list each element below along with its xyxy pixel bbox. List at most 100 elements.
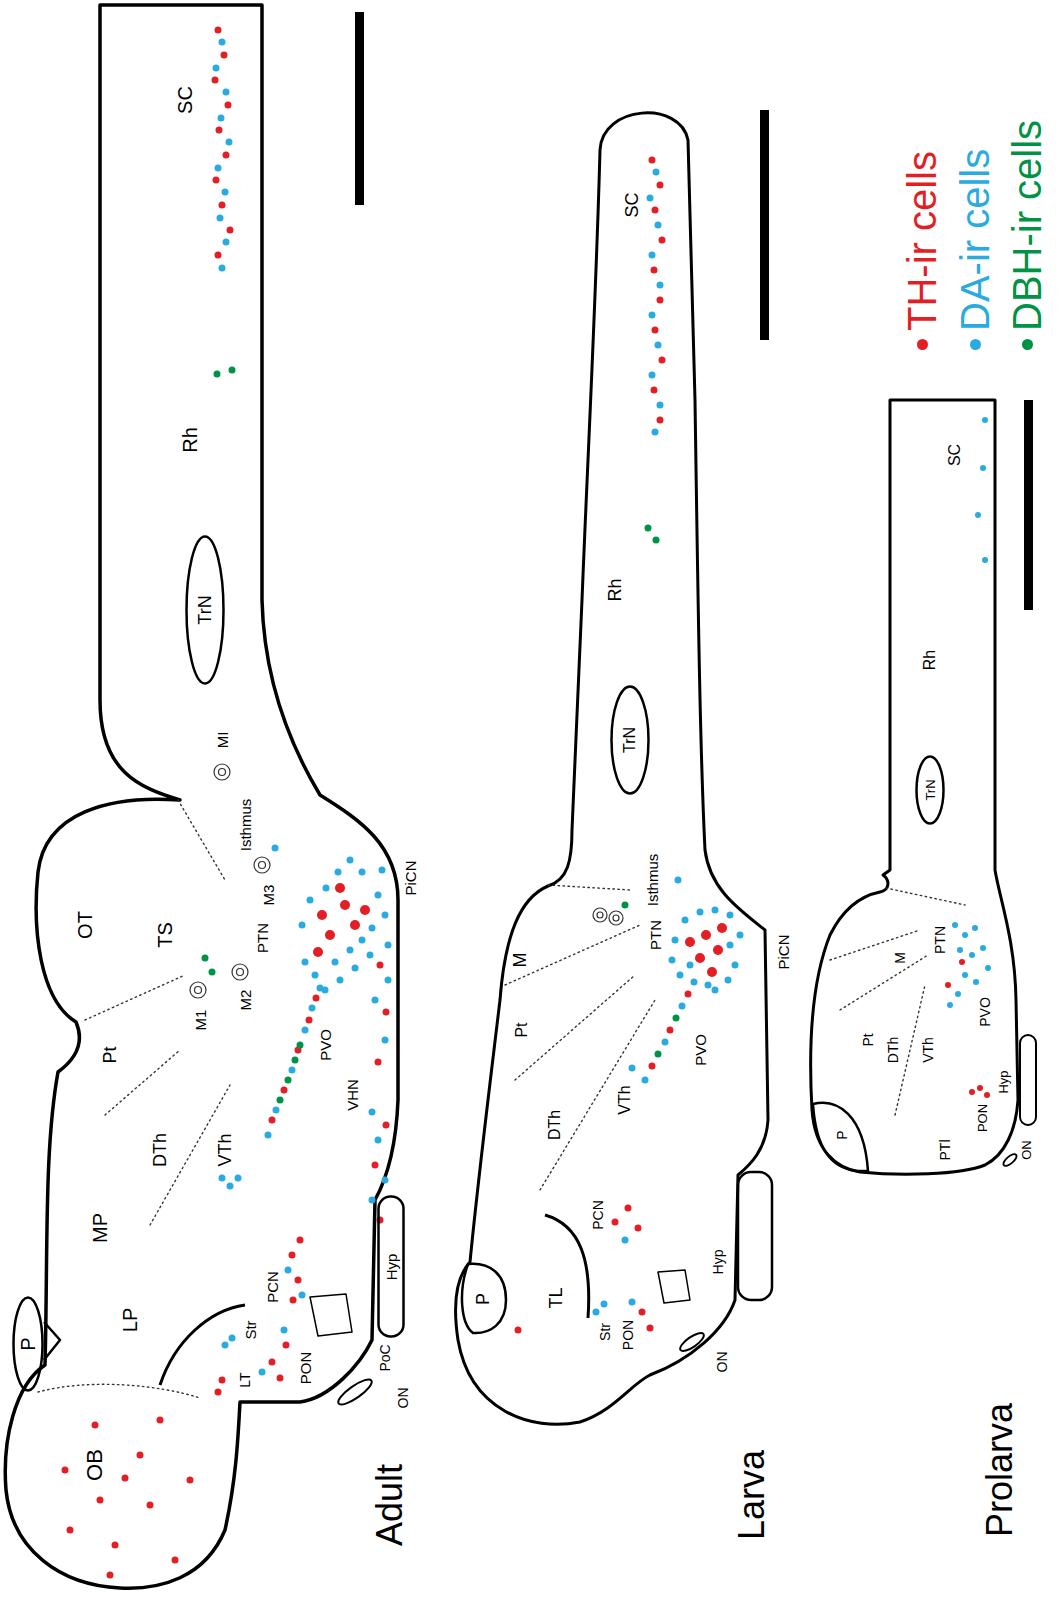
da-cell — [322, 987, 329, 994]
region-label: OT — [75, 911, 95, 939]
nucleus-circle — [613, 915, 619, 921]
da-cell — [957, 947, 963, 953]
da-cell — [969, 952, 975, 958]
th-cell — [372, 1162, 379, 1169]
region-label: SC — [947, 444, 963, 466]
dbh-cell — [285, 1077, 292, 1084]
th-cell — [290, 1297, 297, 1304]
da-cell — [289, 1067, 296, 1074]
node-label: P — [18, 1337, 38, 1350]
da-cell — [337, 977, 344, 984]
th-cell — [269, 1117, 276, 1124]
th-cell — [707, 967, 717, 977]
region-label: Rh — [180, 427, 200, 453]
th-cell — [295, 1277, 302, 1284]
da-cell — [223, 239, 230, 246]
da-cell — [593, 1309, 600, 1316]
da-cell — [982, 557, 988, 563]
th-cell — [701, 930, 711, 940]
th-cell — [340, 900, 350, 910]
th-cell — [219, 202, 226, 209]
region-label: M2 — [238, 990, 253, 1011]
legend-swatch — [917, 339, 928, 350]
th-cell — [215, 1389, 222, 1396]
adult-brain-outline — [5, 5, 398, 1588]
dbh-cell — [292, 1057, 299, 1064]
region-label: Pt — [101, 1046, 119, 1063]
scale-bar — [355, 12, 364, 205]
node-outline-shape — [14, 1298, 43, 1391]
nucleus-circle — [593, 908, 607, 922]
th-cell — [659, 237, 666, 244]
th-cell — [283, 1342, 290, 1349]
th-cell — [297, 1237, 304, 1244]
region-label: Pt — [861, 1033, 875, 1046]
th-cell — [657, 297, 664, 304]
da-cell — [223, 89, 230, 96]
region-label: DTh — [151, 1133, 169, 1167]
telencephalic-fissure — [160, 1305, 245, 1385]
region-label: MP — [90, 1213, 110, 1243]
da-cell — [332, 959, 339, 966]
th-cell — [147, 1502, 154, 1509]
dbh-cell — [209, 969, 216, 976]
region-label: PTl — [938, 1140, 952, 1161]
dbh-cell — [653, 537, 660, 544]
da-cell — [705, 982, 712, 989]
th-cells — [62, 27, 991, 1579]
da-cell — [385, 942, 392, 949]
da-cell — [675, 877, 682, 884]
nucleus-circle — [609, 911, 623, 925]
boundary-line — [178, 800, 225, 880]
da-cell — [285, 1267, 292, 1274]
dbh-cell — [645, 525, 652, 532]
dbh-cell — [655, 1051, 662, 1058]
nucleus-ellipse: TrN — [185, 535, 225, 685]
region-label: SC — [623, 192, 641, 217]
da-cell — [235, 1175, 242, 1182]
th-cell — [62, 1467, 69, 1474]
node-label: P — [835, 1130, 849, 1139]
th-cell — [383, 1009, 390, 1016]
da-cell — [655, 342, 662, 349]
th-cell — [112, 1542, 119, 1549]
region-label: PVO — [693, 1034, 708, 1066]
prolarva-brain-outline — [811, 400, 1018, 1174]
th-cell — [313, 947, 323, 957]
node-outline-shape — [813, 1103, 868, 1171]
boundary-line — [85, 975, 185, 1020]
da-cell — [367, 952, 374, 959]
region-label: ON — [1020, 1140, 1033, 1160]
th-cell — [984, 1092, 990, 1098]
da-cell — [359, 937, 366, 944]
da-cell — [679, 1003, 686, 1010]
da-cell — [347, 857, 354, 864]
th-cell — [67, 1527, 74, 1534]
da-cell — [622, 1237, 629, 1244]
node-outline-shape — [917, 757, 944, 824]
region-label: ON — [715, 1352, 729, 1373]
da-cell — [652, 429, 659, 436]
region-label: PTN — [648, 920, 663, 950]
region-label: Rh — [606, 578, 624, 601]
node-outline-shape — [612, 687, 649, 794]
th-cell — [659, 357, 666, 364]
region-label: VTh — [216, 1133, 234, 1166]
da-cell — [265, 1132, 272, 1139]
da-cell — [335, 869, 342, 876]
da-cell — [691, 979, 698, 986]
th-cell — [306, 1017, 313, 1024]
da-cell — [375, 892, 382, 899]
da-cell — [215, 165, 222, 172]
da-cell — [649, 312, 656, 319]
th-cell — [383, 1122, 390, 1129]
da-cell — [727, 912, 734, 919]
region-label: PCN — [265, 1271, 280, 1303]
th-cell — [187, 1477, 194, 1484]
da-cell — [359, 869, 366, 876]
node-outline-shape — [379, 1197, 404, 1337]
nucleus-circle — [219, 769, 226, 776]
da-cell — [955, 991, 961, 997]
da-cell — [299, 1292, 306, 1299]
th-cell — [122, 1475, 129, 1482]
